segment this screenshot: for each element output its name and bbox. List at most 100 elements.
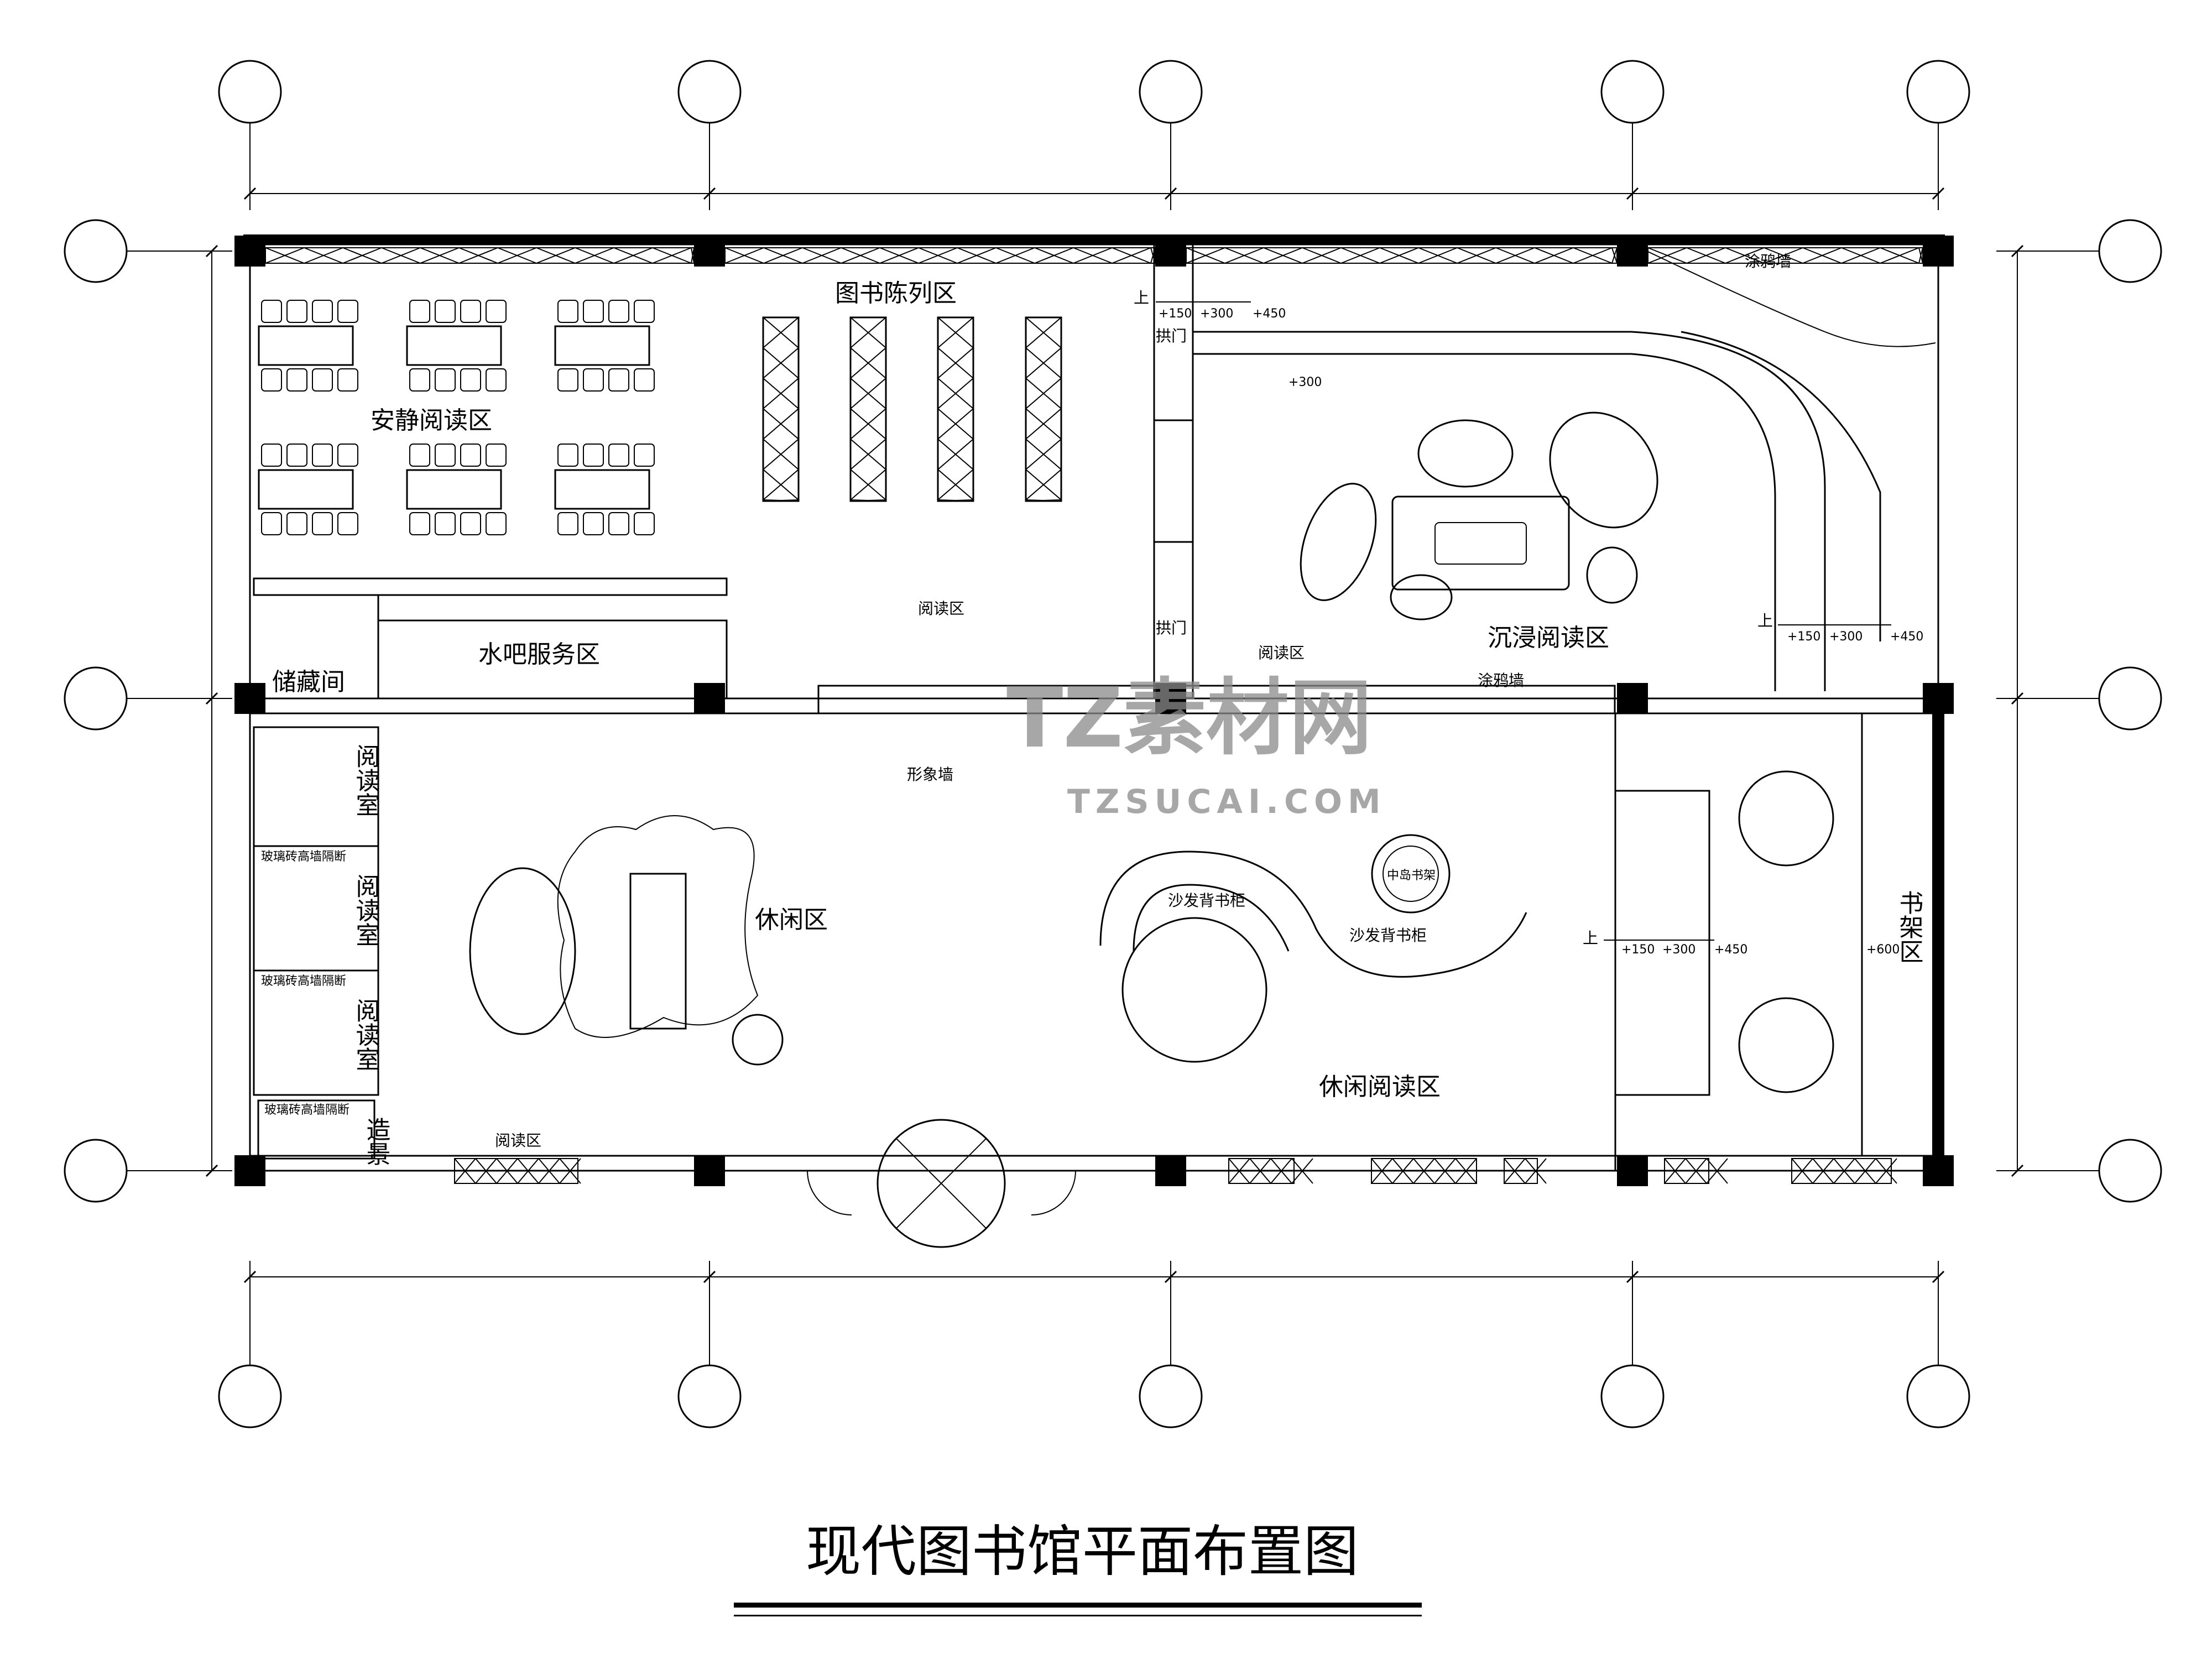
chair [608,512,629,535]
axis-bubble [64,1139,128,1203]
chair [486,300,507,323]
shelf-hatch [937,469,974,500]
sofa-bookcase-curve [1099,834,1527,1063]
window-hatch [496,1158,518,1184]
shelf-hatch [763,378,799,409]
window-hatch [1686,247,1726,264]
shelf-hatch [937,439,974,470]
level-label: +300 [1662,943,1695,957]
chair [312,444,333,467]
immersive-furniture [1153,411,1658,620]
window-hatch [1525,1158,1547,1184]
window-hatch [918,247,958,264]
axis-bubble [677,60,742,124]
window-hatch [1918,247,1923,264]
chair [460,368,481,392]
chair [261,368,282,392]
shelf-hatch [850,317,886,348]
window-hatch [1457,247,1496,264]
level-label: +300 [1288,375,1322,389]
label-partition: 玻璃砖高墙隔断 [261,974,346,988]
chair [583,444,604,467]
shelf-hatch [763,317,799,348]
axis-bubble [2098,1139,2162,1203]
window-hatch [1833,1158,1855,1184]
window-hatch [342,247,382,264]
axis-bubble [1139,1364,1203,1428]
window-hatch [1841,247,1881,264]
column [694,236,725,267]
columns [234,236,1954,1186]
chair [435,444,456,467]
window-hatch [538,1158,560,1184]
window-hatch [1611,247,1618,264]
window-hatch [957,247,997,264]
chair [286,368,307,392]
shelf-hatch [1025,317,1062,348]
shelf-hatch [937,499,974,502]
chair [286,300,307,323]
shelf-hatch [937,408,974,440]
shelf-hatch [763,347,799,379]
window-hatch [265,247,305,264]
window-strip [1791,1158,1892,1184]
label-partition: 玻璃砖高墙隔断 [261,850,346,864]
label-partition: 玻璃砖高墙隔断 [264,1103,349,1117]
column [694,1155,725,1186]
zone-labels: 安静阅读区 图书陈列区 沉浸阅读区 水吧服务区 储藏间 休闲区 休闲阅读区 阅读… [261,252,1923,1166]
window-hatch [1706,1158,1728,1184]
chair [261,512,282,535]
chair [409,512,430,535]
column [1155,236,1186,267]
window-hatch [1534,247,1574,264]
watermark: TZ素材网 TZSUCAI.COM [1006,670,1381,821]
chair [337,300,358,323]
shelf-hatch [763,499,799,502]
chair [337,512,358,535]
label-graffiti-wall: 涂鸦墙 [1478,671,1524,690]
window-hatch [1685,1158,1707,1184]
label-landscape: 造景 [362,1117,390,1166]
shelf-hatch [1025,439,1062,470]
window-hatch [1392,1158,1414,1184]
column [1617,1155,1648,1186]
window-hatch [1112,247,1151,264]
window-hatch [879,247,919,264]
column [1923,683,1954,714]
shelf-hatch [763,469,799,500]
title-underline [734,1603,1422,1608]
chair [286,512,307,535]
chair [460,444,481,467]
axis-bubble [1906,1364,1970,1428]
window-strip [1186,247,1618,264]
window-hatch [1455,1158,1477,1184]
window-hatch [763,247,803,264]
shelf-hatch [850,499,886,502]
step-up-label: 上 [1583,929,1598,947]
chair [634,300,655,323]
window-hatch [652,247,692,264]
window-hatch [1875,1158,1897,1184]
chair [634,368,655,392]
reading-table [406,325,502,366]
window-hatch [1647,247,1687,264]
label-graffiti-wall: 涂鸦墙 [1745,252,1791,270]
window-hatch [1880,247,1919,264]
label-sofa-cabinet: 沙发背书柜 [1168,891,1245,910]
axis-bubble [2098,666,2162,731]
shelf-hatch [850,439,886,470]
step-markers: 上 +150 +300 +450 +300 上 +150 +300 +450 上… [1134,289,1923,957]
window-strip [724,247,1156,264]
grid-axis-bubbles [64,60,2162,1428]
interior-partitions [253,243,1936,1171]
shelf-hatch [1025,408,1062,440]
window-hatch [381,247,421,264]
chair [312,368,333,392]
axis-bubble [1600,1364,1665,1428]
window-hatch [1504,1158,1526,1184]
window-hatch [1034,247,1074,264]
window-hatch [1379,247,1419,264]
display-bookshelves [762,316,1062,502]
column [234,236,265,267]
label-reading-area: 阅读区 [495,1131,541,1150]
